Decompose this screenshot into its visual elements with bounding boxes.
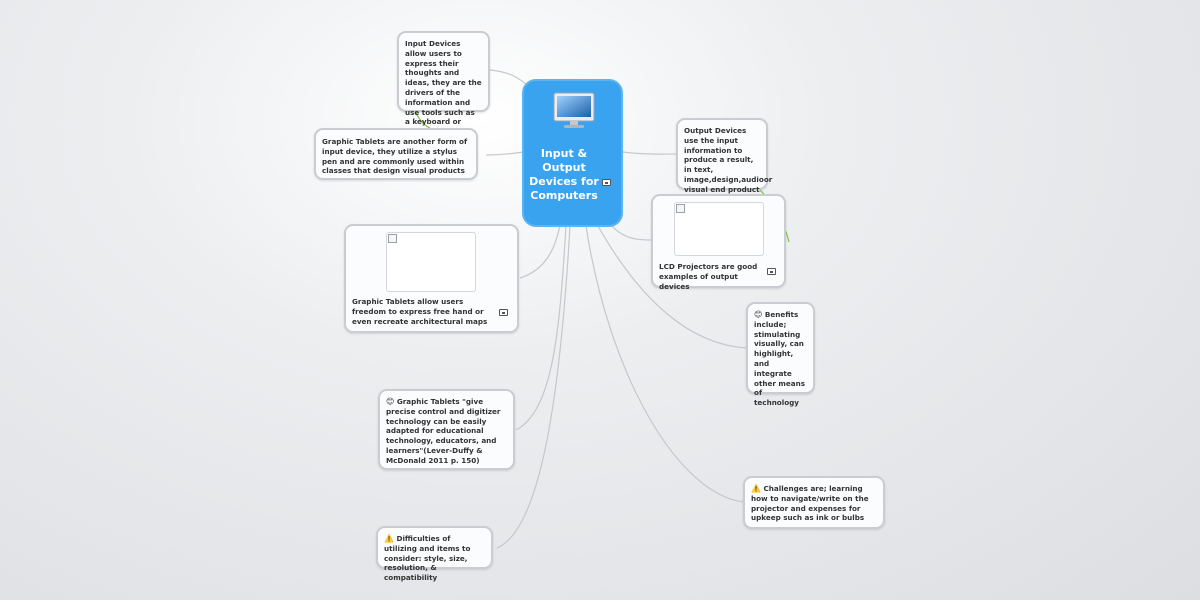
broken-image-icon [676, 204, 685, 213]
connector-graphic-tablets-freedom [519, 224, 561, 279]
warning-icon: ⚠️ [384, 534, 394, 543]
connector-difficulties [496, 225, 571, 549]
central-topic-title: Input & Output Devices for Computers [529, 147, 599, 202]
lcd-projector-image-placeholder [674, 202, 764, 256]
node-difficulties-label: Difficulties of utilizing and items to c… [384, 534, 471, 583]
node-graphic-tablets-freedom-text: Graphic Tablets allow users freedom to e… [352, 297, 488, 326]
connector-challenges [585, 225, 745, 503]
image-attachment-icon[interactable] [767, 268, 776, 275]
node-challenges-text: ⚠️ Challenges are; learning how to navig… [751, 484, 877, 523]
node-graphic-tablets-freedom[interactable]: Graphic Tablets allow users freedom to e… [344, 224, 519, 333]
node-input-devices[interactable]: Input Devices allow users to express the… [397, 31, 490, 136]
node-benefits-text: 😊 Benefits include; stimulating visually… [754, 310, 807, 408]
connector-graphic-tablets-form [485, 151, 525, 156]
node-graphic-tablets-precise[interactable]: 😊 Graphic Tablets "give precise control … [378, 389, 515, 470]
node-graphic-tablets-form[interactable]: Graphic Tablets are another form of inpu… [314, 128, 478, 180]
node-output-devices[interactable]: Output Devices use the input information… [676, 118, 772, 194]
node-graphic-tablets-form-text: Graphic Tablets are another form of inpu… [322, 137, 468, 176]
node-challenges-label: Challenges are; learning how to navigate… [751, 484, 869, 523]
connector-graphic-tablets-precise [515, 225, 567, 431]
node-lcd-projectors[interactable]: LCD Projectors are good examples of outp… [651, 194, 786, 291]
node-graphic-tablets-precise-label: Graphic Tablets "give precise control an… [386, 397, 501, 465]
node-benefits[interactable]: 😊 Benefits include; stimulating visually… [746, 302, 815, 407]
image-attachment-icon[interactable] [602, 179, 611, 186]
computer-monitor-icon [552, 91, 596, 131]
image-attachment-icon[interactable] [499, 309, 508, 316]
graphic-tablet-image-placeholder [386, 232, 476, 292]
central-topic[interactable]: Input & Output Devices for Computers [522, 79, 623, 227]
node-lcd-projectors-text: LCD Projectors are good examples of outp… [659, 262, 758, 291]
connector-benefits [597, 225, 748, 349]
connector-output-devices [622, 151, 679, 155]
node-difficulties[interactable]: ⚠️ Difficulties of utilizing and items t… [376, 526, 493, 582]
smile-icon: 😊 [386, 397, 395, 406]
broken-image-icon [388, 234, 397, 243]
node-output-devices-text: Output Devices use the input information… [684, 126, 773, 194]
node-challenges[interactable]: ⚠️ Challenges are; learning how to navig… [743, 476, 885, 529]
node-input-devices-text: Input Devices allow users to express the… [405, 39, 482, 136]
node-graphic-tablets-precise-text: 😊 Graphic Tablets "give precise control … [386, 397, 507, 466]
node-difficulties-text: ⚠️ Difficulties of utilizing and items t… [384, 534, 485, 583]
smile-icon: 😊 [754, 310, 763, 319]
node-benefits-label: Benefits include; stimulating visually, … [754, 310, 806, 408]
connector-lcd [611, 225, 653, 241]
warning-icon: ⚠️ [751, 484, 761, 493]
